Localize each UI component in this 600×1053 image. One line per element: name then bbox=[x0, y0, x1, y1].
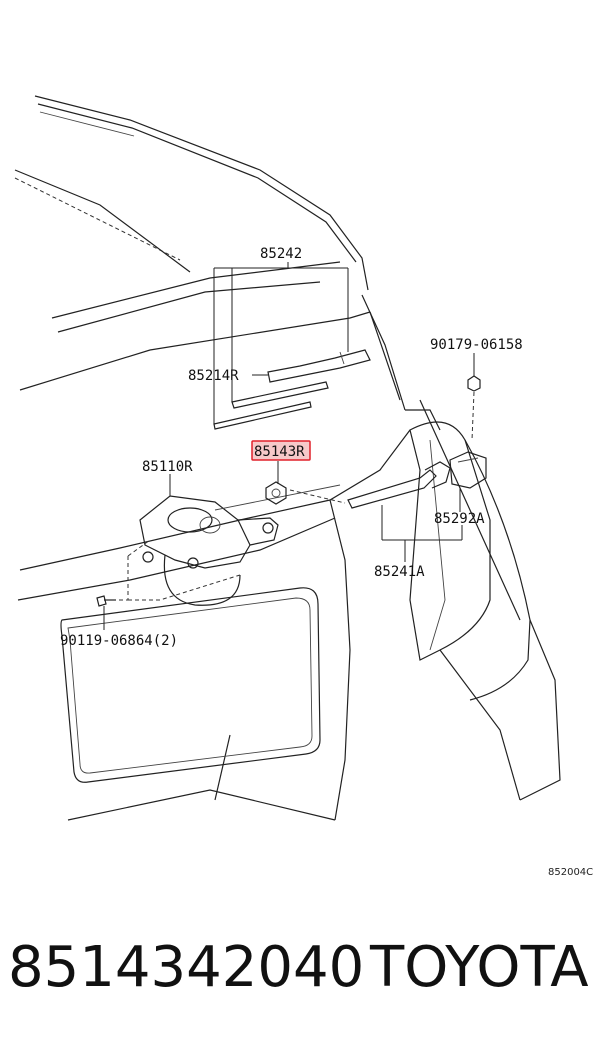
highlight-box bbox=[251, 440, 311, 461]
nut-part bbox=[467, 375, 481, 441]
label-85143R: 85143R bbox=[254, 444, 305, 460]
label-90179-06158: 90179-06158 bbox=[430, 337, 523, 353]
label-85292A: 85292A bbox=[434, 511, 485, 527]
part-number: 8514342040 bbox=[8, 935, 365, 1000]
wiper-arm bbox=[289, 451, 487, 509]
wiper-blade bbox=[213, 349, 371, 430]
label-85241A: 85241A bbox=[374, 564, 425, 580]
bolt-part bbox=[96, 539, 241, 607]
parts-diagram: 85242 85214R 85143R 85110R 90179-06158 8… bbox=[14, 95, 593, 878]
label-90119-06864: 90119-06864(2) bbox=[60, 633, 178, 649]
figure-code: 852004C bbox=[548, 867, 593, 878]
label-85242: 85242 bbox=[260, 246, 302, 262]
wiper-motor bbox=[139, 484, 341, 606]
vehicle-body-outline bbox=[14, 95, 561, 821]
label-85110R: 85110R bbox=[142, 459, 193, 475]
label-85214R: 85214R bbox=[188, 368, 239, 384]
brand-name: TOYOTA bbox=[370, 935, 589, 1000]
footer: 8514342040 TOYOTA bbox=[0, 900, 600, 1053]
cap-nut-part bbox=[265, 481, 287, 505]
leader-lines bbox=[103, 262, 475, 630]
